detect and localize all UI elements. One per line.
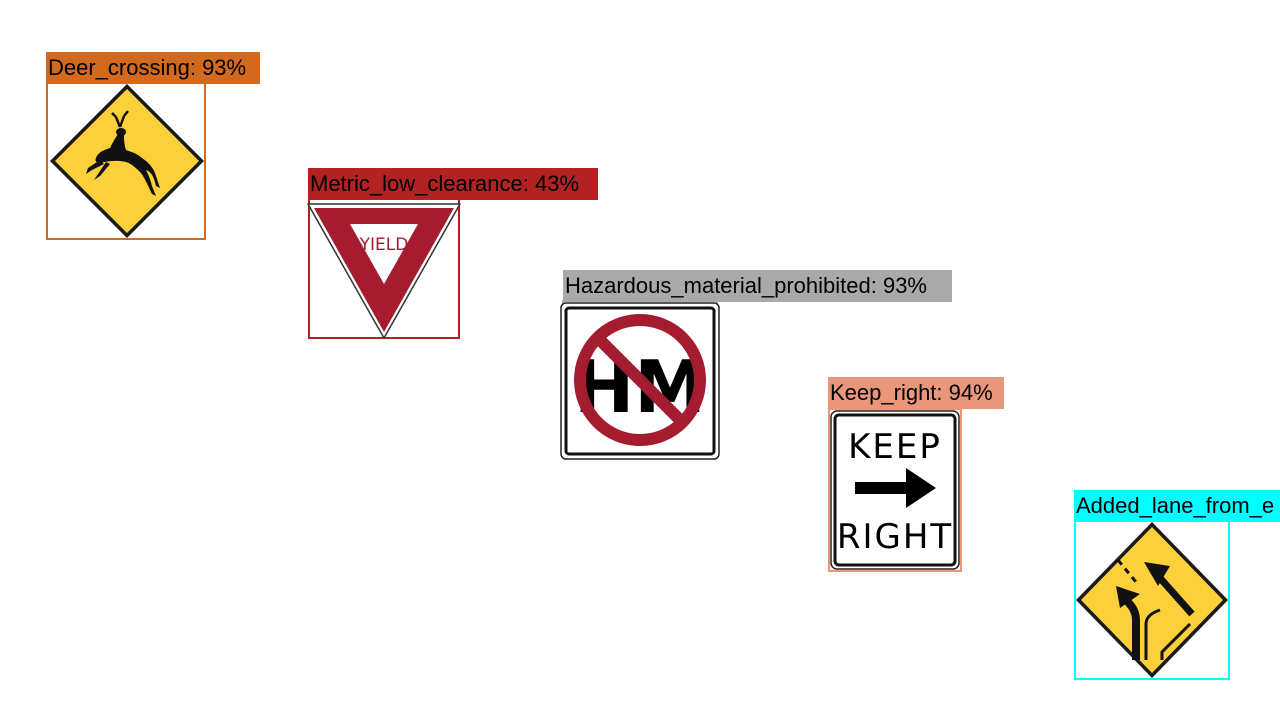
- added-lane-sign: [1076, 522, 1228, 678]
- keep-right-sign: KEEP RIGHT: [830, 410, 960, 570]
- detection-box-keep-right: [828, 408, 962, 572]
- detection-label-keep-right: Keep_right: 94%: [828, 377, 1004, 409]
- detection-label-metric-low-clearance: Metric_low_clearance: 43%: [308, 168, 598, 200]
- hm-prohibited-sign: HM: [560, 302, 720, 460]
- yield-text: YIELD: [359, 235, 409, 255]
- deer-crossing-sign: [50, 84, 204, 238]
- detection-label-hazardous-material-prohibited: Hazardous_material_prohibited: 93%: [563, 270, 952, 302]
- deer-icon: [86, 110, 160, 196]
- right-text: RIGHT: [837, 517, 953, 557]
- merge-arrows-icon: [1116, 559, 1195, 660]
- arrow-right-icon: [855, 468, 936, 508]
- detection-box-deer-crossing: [46, 82, 206, 240]
- detection-label-added-lane: Added_lane_from_e: [1074, 490, 1280, 522]
- detection-label-deer-crossing: Deer_crossing: 93%: [46, 52, 260, 84]
- detection-box-added-lane: [1074, 520, 1230, 680]
- keep-text: KEEP: [848, 427, 942, 467]
- yield-sign: YIELD: [307, 203, 461, 339]
